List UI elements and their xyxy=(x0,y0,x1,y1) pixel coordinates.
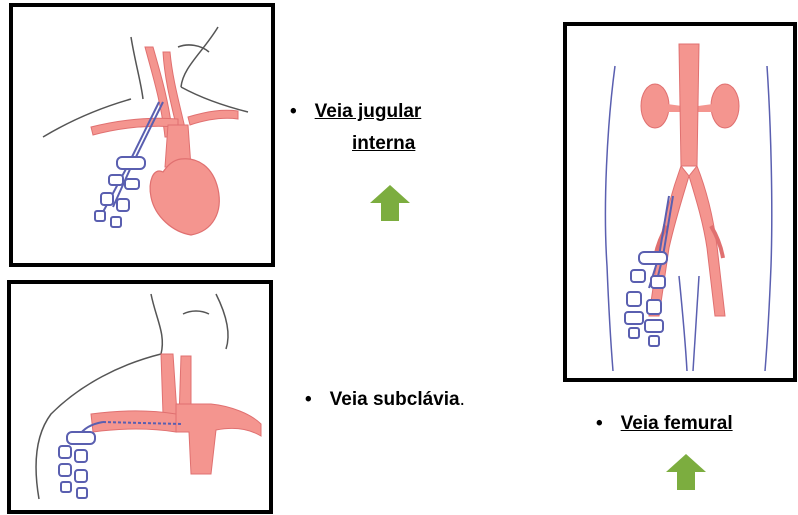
bullet: • xyxy=(596,413,603,434)
femoral-label-text: Veia femural xyxy=(621,413,733,434)
femoral-label: • Veia femural xyxy=(596,413,733,435)
femoral-illustration xyxy=(567,26,793,378)
femoral-illustration-panel xyxy=(563,22,797,382)
subclavia-label-text: Veia subclávia xyxy=(330,389,460,410)
subclavia-illustration xyxy=(11,284,269,510)
jugular-illustration-panel xyxy=(9,3,275,267)
bullet: • xyxy=(290,101,297,122)
up-arrow-icon xyxy=(368,183,412,223)
subclavia-label: • Veia subclávia. xyxy=(305,389,465,411)
up-arrow-icon xyxy=(664,452,708,492)
subclavia-illustration-panel xyxy=(7,280,273,514)
jugular-label: • Veia jugular interna xyxy=(290,96,480,160)
subclavia-label-period: . xyxy=(460,389,465,410)
jugular-label-line2: interna xyxy=(290,128,480,160)
jugular-illustration xyxy=(13,7,271,263)
bullet: • xyxy=(305,389,312,410)
jugular-label-line1: Veia jugular xyxy=(315,101,422,122)
